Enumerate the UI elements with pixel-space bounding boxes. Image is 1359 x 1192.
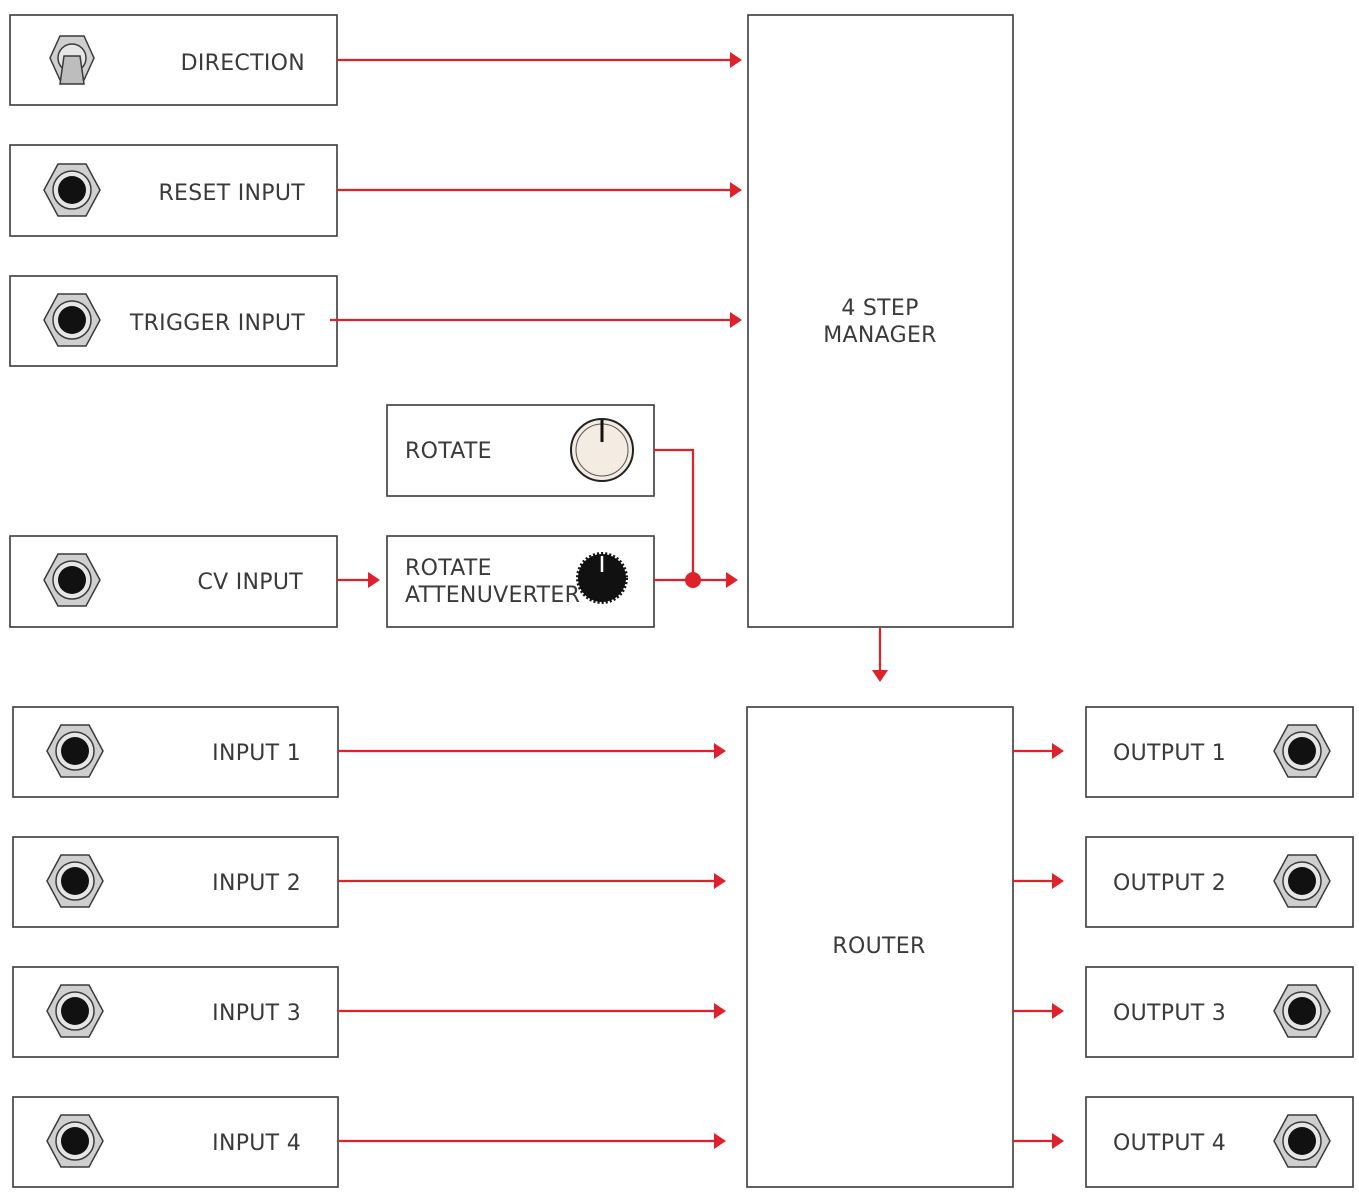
output-module-2: OUTPUT 2 [1013,836,1354,928]
output-module-3: OUTPUT 3 [1013,966,1354,1058]
input-arrow [714,743,726,759]
input-module-2: INPUT 2 [12,836,726,928]
rotate-attenuverter-module: ROTATE ATTENUVERTER [386,535,655,628]
output-arrow [1052,873,1064,889]
input-module-1: INPUT 1 [12,706,726,798]
output-modules: OUTPUT 1 OUTPUT 2 OUTPUT 3 OUTPUT 4 [1013,706,1354,1188]
cv-input-module: CV INPUT [9,535,338,628]
trigger-input-label: TRIGGER INPUT [129,311,305,336]
router-label: ROUTER [832,934,925,959]
router-block: ROUTER [746,706,1014,1188]
output-label-1: OUTPUT 1 [1113,741,1226,766]
input-arrow [714,873,726,889]
output-module-4: OUTPUT 4 [1013,1096,1354,1188]
input-module-4: INPUT 4 [12,1096,726,1188]
input-label-1: INPUT 1 [212,741,301,766]
input-label-2: INPUT 2 [212,871,301,896]
input-arrow [714,1003,726,1019]
reset-input-label: RESET INPUT [158,181,305,206]
output-arrow [1052,1003,1064,1019]
output-label-2: OUTPUT 2 [1113,871,1226,896]
junction-dot [685,572,701,588]
reset-input-module: RESET INPUT [9,144,338,237]
output-module-1: OUTPUT 1 [1013,706,1354,798]
direction-module: DIRECTION [9,14,338,106]
step-manager-block: 4 STEP MANAGER [747,14,1014,628]
manager-label-line2: MANAGER [823,323,937,348]
output-label-3: OUTPUT 3 [1113,1001,1226,1026]
input-label-4: INPUT 4 [212,1131,301,1156]
output-label-4: OUTPUT 4 [1113,1131,1226,1156]
rotate-module: ROTATE [386,404,655,497]
attenuverter-label-line2: ATTENUVERTER [405,583,580,608]
input-label-3: INPUT 3 [212,1001,301,1026]
input-modules: INPUT 1 INPUT 2 INPUT 3 INPUT 4 [12,706,726,1188]
output-arrow [1052,743,1064,759]
knob-icon[interactable] [569,417,635,483]
trigger-input-module: TRIGGER INPUT [9,275,338,367]
rotate-label: ROTATE [405,439,492,464]
manager-label-line1: 4 STEP [841,296,918,321]
cv-input-label: CV INPUT [197,570,303,595]
knob-icon[interactable] [576,552,628,604]
output-arrow [1052,1133,1064,1149]
input-module-3: INPUT 3 [12,966,726,1058]
input-arrow [714,1133,726,1149]
control-wires [330,52,888,682]
attenuverter-label-line1: ROTATE [405,556,492,581]
direction-label: DIRECTION [181,51,305,76]
